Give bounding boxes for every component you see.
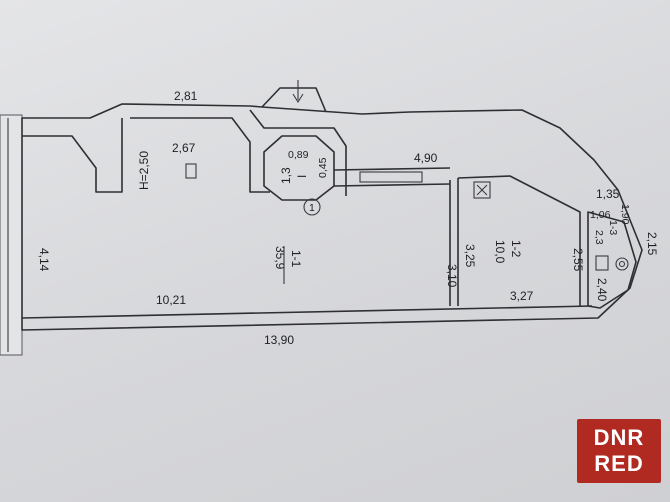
room2-area: 10,0 <box>493 240 507 264</box>
room3-sink <box>595 255 609 271</box>
dim-room3-h: 1,90 <box>619 204 631 225</box>
room1-inner-wall <box>22 118 123 193</box>
dim-small-room-h: 0,45 <box>317 157 329 178</box>
dim-room2-height-a: 3,10 <box>445 264 459 288</box>
dim-right-top: 1,35 <box>596 187 620 201</box>
dim-right-wall: 2,15 <box>645 232 659 256</box>
room2-wall <box>449 175 581 306</box>
room1-number: 1-1 <box>289 250 303 268</box>
room1-area: 35,9 <box>273 246 287 270</box>
marker-circle-label: 1 <box>309 202 315 214</box>
watermark-line2: RED <box>594 451 644 476</box>
dim-left-wall: 4,14 <box>37 248 51 272</box>
room2-fixture <box>473 181 491 199</box>
room1-inner-wall-2 <box>130 117 270 193</box>
corridor-wall <box>333 167 451 187</box>
dim-room2-height-b: 3,25 <box>463 244 477 268</box>
room3-wall <box>587 211 637 309</box>
marker-circle <box>303 198 321 216</box>
dim-room3-bottom: 2,40 <box>595 278 609 302</box>
dim-small-room-w: 0,89 <box>288 149 309 161</box>
room2-number: 1-2 <box>509 240 523 258</box>
small-room-number: I <box>295 175 309 178</box>
entrance-arrow-head <box>292 93 304 104</box>
dim-total: 13,90 <box>264 333 294 347</box>
room3-area: 2,3 <box>593 230 605 245</box>
room3-number: 1-3 <box>607 220 619 235</box>
room-height-label: H=2,50 <box>137 151 151 190</box>
watermark-line1: DNR <box>593 425 645 450</box>
left-edge-strip <box>0 114 23 356</box>
room3-toilet <box>615 257 629 271</box>
dim-room3-side: 2,55 <box>571 248 585 272</box>
bottom-inner-wall <box>21 305 593 319</box>
dim-top-left: 2,81 <box>174 89 198 103</box>
corridor-window <box>359 171 423 183</box>
small-room-outer-wall <box>249 109 347 196</box>
outer-wall <box>21 103 643 331</box>
dim-corridor: 4,90 <box>414 151 438 165</box>
dnr-red-watermark-logo: DNR RED <box>577 419 661 483</box>
dim-room3-w: 1,06 <box>590 209 611 221</box>
dim-bottom-inner: 10,21 <box>156 293 186 307</box>
dim-left-room-width: 2,67 <box>172 141 196 155</box>
small-room-area: 1,3 <box>279 167 293 184</box>
dim-bottom-room2: 3,27 <box>510 289 534 303</box>
room1-column <box>185 163 197 179</box>
